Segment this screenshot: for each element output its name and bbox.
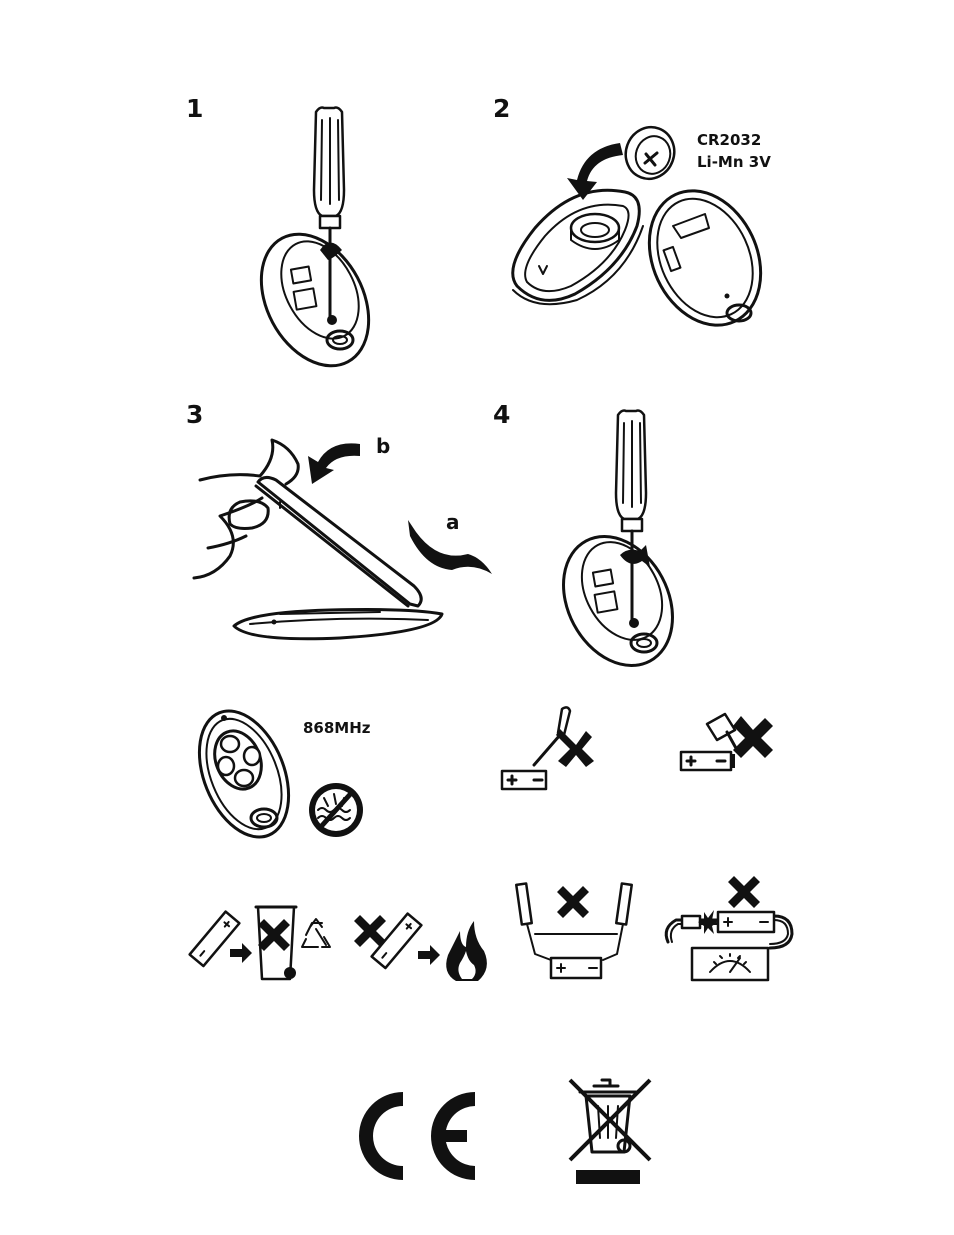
button-4: [235, 770, 253, 786]
ce-letter-e: [431, 1092, 475, 1180]
ce-letter-c: [359, 1092, 403, 1180]
button-2: [244, 747, 260, 765]
ce-mark-icon: [345, 1090, 480, 1182]
arrow-icon: [230, 943, 252, 963]
remote-base-flat: [234, 610, 442, 639]
battery-model-label: CR2032: [697, 131, 761, 149]
no-fire-icon: [356, 895, 496, 985]
step3-label-b: b: [376, 434, 390, 458]
press-arrow-b-icon: [308, 443, 360, 484]
button-3: [218, 757, 234, 775]
hand-icon: [200, 440, 298, 484]
step3-close-remote-figure: [190, 428, 500, 648]
battery-voltage-label: Li-Mn 3V: [697, 153, 771, 171]
recycle-icon: [302, 919, 330, 947]
button-1: [221, 736, 239, 752]
step4-close-screw-figure: [550, 405, 680, 675]
no-crush-battery-icon: [677, 710, 782, 780]
step-number-3: 3: [186, 402, 203, 427]
step-number-1: 1: [186, 96, 203, 121]
coin-battery-icon: [619, 120, 682, 185]
no-puncture-battery-icon: [500, 705, 595, 795]
remote-control-figure: [188, 704, 298, 844]
remote-cover: [628, 173, 781, 344]
step-number-4: 4: [493, 402, 510, 427]
recycle-not-household-waste-icon: [186, 893, 341, 983]
no-water-icon: [306, 780, 366, 840]
step3-label-a: a: [446, 510, 460, 534]
no-charge-battery-icon: [660, 872, 800, 984]
arrow-icon: [418, 945, 440, 965]
no-short-circuit-icon: [515, 878, 635, 988]
frequency-label: 868MHz: [303, 719, 371, 737]
weee-crossed-bin-icon: [566, 1076, 656, 1186]
remote-cover-tilted: [258, 477, 421, 606]
weee-bar: [576, 1170, 640, 1184]
step2-replace-battery-figure: [505, 118, 775, 338]
step1-open-remote-figure: [250, 100, 380, 380]
